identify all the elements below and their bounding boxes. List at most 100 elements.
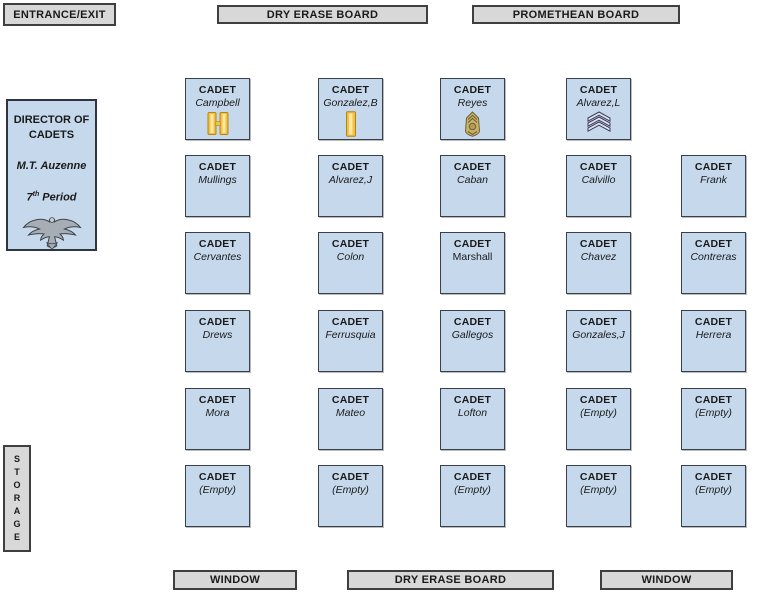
captain-bars-icon bbox=[186, 111, 249, 136]
director-period: 7th Period bbox=[26, 191, 77, 204]
seat-name: Mateo bbox=[335, 407, 366, 419]
seat-title: CADET bbox=[453, 161, 492, 173]
seat-title: CADET bbox=[579, 471, 618, 483]
seat-empty: CADET(Empty) bbox=[681, 465, 746, 527]
seat-empty: CADET(Empty) bbox=[440, 465, 505, 527]
seat-name: Frank bbox=[700, 174, 727, 186]
seat-title: CADET bbox=[331, 84, 370, 96]
seat-name: Herrera bbox=[695, 329, 732, 341]
seat-name: Cervantes bbox=[193, 251, 242, 263]
window-left-label: WINDOW bbox=[173, 570, 297, 590]
seat-name: Gonzalez,B bbox=[323, 97, 378, 109]
seat-title: CADET bbox=[453, 471, 492, 483]
seat-title: CADET bbox=[331, 471, 370, 483]
seat-title: CADET bbox=[694, 238, 733, 250]
seat-name: Lofton bbox=[457, 407, 488, 419]
window-right-label: WINDOW bbox=[600, 570, 733, 590]
seat-title: CADET bbox=[579, 161, 618, 173]
seat-name: Mullings bbox=[198, 174, 237, 186]
seat-title: CADET bbox=[198, 394, 237, 406]
seat-empty: CADET(Empty) bbox=[566, 465, 631, 527]
seat-name: Gonzales,J bbox=[572, 329, 625, 341]
colonel-eagle-icon bbox=[8, 214, 95, 250]
seat-title: CADET bbox=[331, 394, 370, 406]
seat-title: CADET bbox=[579, 316, 618, 328]
lieutenant-bar-icon bbox=[319, 111, 382, 137]
sergeant-major-shield-icon bbox=[441, 111, 504, 137]
seat-title: CADET bbox=[453, 84, 492, 96]
seat-name: Campbell bbox=[195, 97, 240, 109]
seat-name: Calvillo bbox=[581, 174, 616, 186]
seat-title: CADET bbox=[453, 238, 492, 250]
seat-title: CADET bbox=[694, 394, 733, 406]
seat-name: (Empty) bbox=[454, 484, 491, 496]
seat-title: CADET bbox=[579, 84, 618, 96]
seat-empty: CADET(Empty) bbox=[681, 388, 746, 450]
seat-name: (Empty) bbox=[199, 484, 236, 496]
seat-name: Contreras bbox=[690, 251, 737, 263]
dry-erase-board-bottom-label: DRY ERASE BOARD bbox=[347, 570, 554, 590]
entrance-exit-label: ENTRANCE/EXIT bbox=[3, 3, 116, 26]
seat-title: CADET bbox=[453, 316, 492, 328]
seat-title: CADET bbox=[579, 238, 618, 250]
seat-title: CADET bbox=[331, 161, 370, 173]
seat-name: Alvarez,L bbox=[576, 97, 621, 109]
seat-title: CADET bbox=[694, 471, 733, 483]
seat-empty: CADET(Empty) bbox=[566, 388, 631, 450]
director-name: M.T. Auzenne bbox=[16, 160, 87, 172]
seat-title: CADET bbox=[579, 394, 618, 406]
seat-name: Marshall bbox=[452, 251, 493, 263]
seat-name: Colon bbox=[336, 251, 365, 263]
seat-title: CADET bbox=[198, 161, 237, 173]
seat-title: CADET bbox=[331, 316, 370, 328]
seat-name: Ferrusquia bbox=[325, 329, 376, 341]
seat-name: (Empty) bbox=[695, 484, 732, 496]
dry-erase-board-top-label: DRY ERASE BOARD bbox=[217, 5, 428, 24]
seat-title: CADET bbox=[198, 238, 237, 250]
seat-name: Gallegos bbox=[451, 329, 494, 341]
seat-name: (Empty) bbox=[580, 407, 617, 419]
seat-title: CADET bbox=[694, 316, 733, 328]
seat-name: (Empty) bbox=[332, 484, 369, 496]
seat-title: CADET bbox=[453, 394, 492, 406]
seat-title: CADET bbox=[198, 316, 237, 328]
seat-title: CADET bbox=[331, 238, 370, 250]
seat-name: Chavez bbox=[580, 251, 617, 263]
seat-name: Drews bbox=[202, 329, 233, 341]
seat-name: Mora bbox=[205, 407, 230, 419]
seat-title: CADET bbox=[198, 471, 237, 483]
seat-title: CADET bbox=[694, 161, 733, 173]
seat-empty: CADET(Empty) bbox=[185, 465, 250, 527]
promethean-board-label: PROMETHEAN BOARD bbox=[472, 5, 680, 24]
seat-name: Alvarez,J bbox=[328, 174, 373, 186]
seat-name: (Empty) bbox=[580, 484, 617, 496]
seat-name: Reyes bbox=[457, 97, 488, 109]
seat-title: CADET bbox=[198, 84, 237, 96]
seat-name: Caban bbox=[457, 174, 488, 186]
sergeant-chevrons-icon bbox=[567, 111, 630, 134]
seat-name: (Empty) bbox=[695, 407, 732, 419]
